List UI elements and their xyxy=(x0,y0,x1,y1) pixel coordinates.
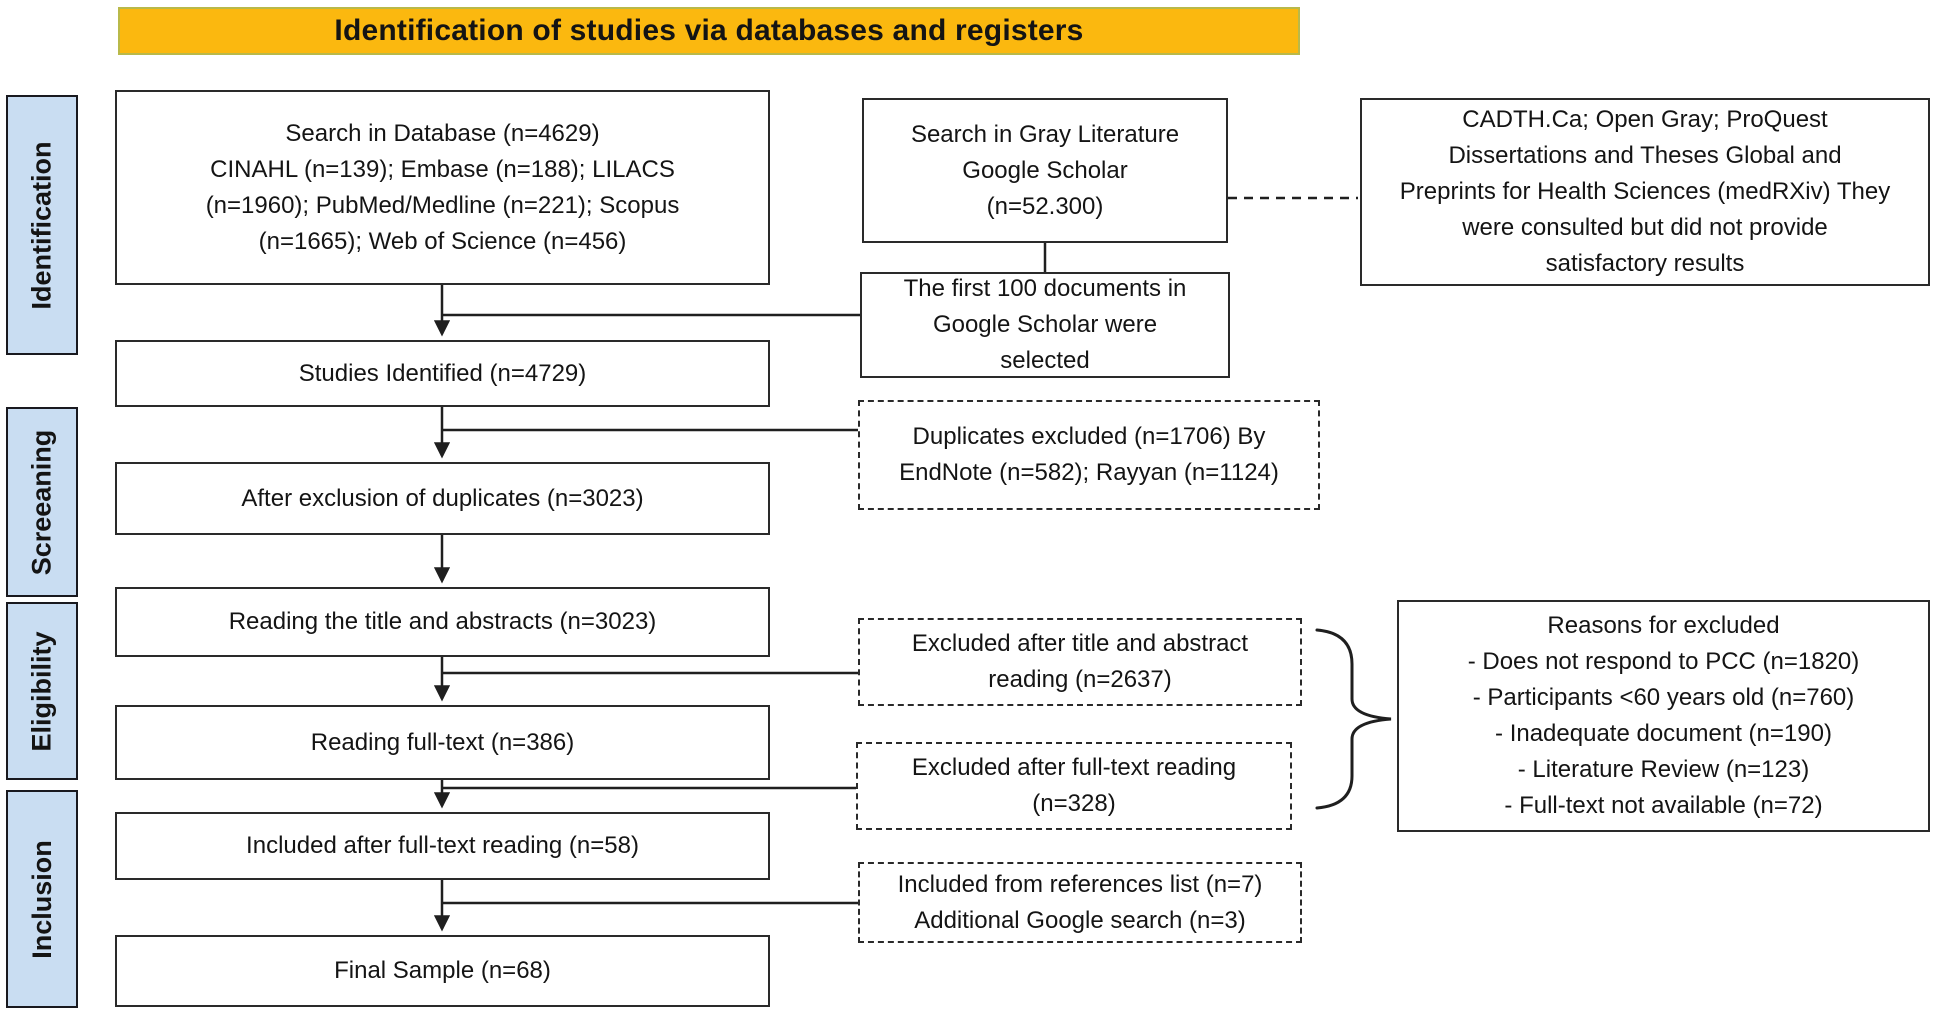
phase-eligibility: Eligibility xyxy=(6,602,78,780)
box-gray-sources-note: CADTH.Ca; Open Gray; ProQuest Dissertati… xyxy=(1360,98,1930,286)
box-reading-title-abstracts: Reading the title and abstracts (n=3023) xyxy=(115,587,770,657)
box-excluded-title-abstract: Excluded after title and abstract readin… xyxy=(858,618,1302,706)
box-final-sample: Final Sample (n=68) xyxy=(115,935,770,1007)
box-included-fulltext: Included after full-text reading (n=58) xyxy=(115,812,770,880)
box-duplicates-excluded: Duplicates excluded (n=1706) By EndNote … xyxy=(858,400,1320,510)
phase-label: Inclusion xyxy=(26,839,57,959)
box-studies-identified: Studies Identified (n=4729) xyxy=(115,340,770,407)
phase-identification: Identification xyxy=(6,95,78,355)
box-reasons-excluded: Reasons for excluded - Does not respond … xyxy=(1397,600,1930,832)
box-included-references: Included from references list (n=7) Addi… xyxy=(858,862,1302,943)
box-gray-literature: Search in Gray Literature Google Scholar… xyxy=(862,98,1228,243)
phase-label: Identification xyxy=(26,141,57,309)
box-search-database: Search in Database (n=4629) CINAHL (n=13… xyxy=(115,90,770,285)
brace-excluded-reasons xyxy=(1315,628,1392,810)
box-excluded-fulltext: Excluded after full-text reading (n=328) xyxy=(856,742,1292,830)
phase-inclusion: Inclusion xyxy=(6,790,78,1008)
box-after-exclusion-duplicates: After exclusion of duplicates (n=3023) xyxy=(115,462,770,535)
phase-screening: Screeaning xyxy=(6,407,78,597)
phase-label: Eligibility xyxy=(26,630,57,752)
diagram-title: Identification of studies via databases … xyxy=(334,14,1084,47)
box-first-100-documents: The first 100 documents in Google Schola… xyxy=(860,272,1230,378)
phase-label: Screeaning xyxy=(26,429,57,575)
box-reading-fulltext: Reading full-text (n=386) xyxy=(115,705,770,780)
diagram-title-banner: Identification of studies via databases … xyxy=(118,7,1300,55)
